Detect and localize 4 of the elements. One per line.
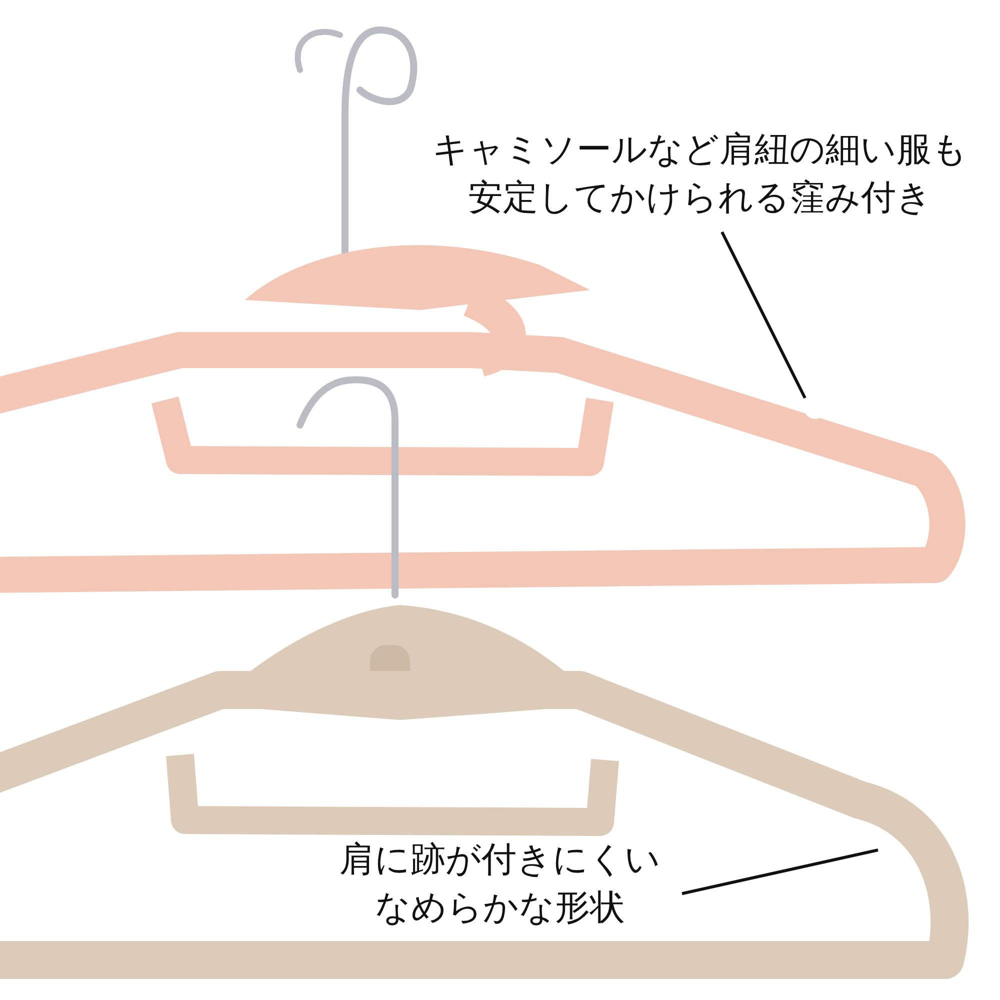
callout-text: 肩に跡が付きにくいなめらかな形状: [330, 836, 670, 932]
callout-text: キャミソールなど肩紐の細い服も安定してかけられる窪み付き: [425, 126, 975, 222]
leader-line: [682, 848, 878, 896]
leader-line: [720, 231, 806, 399]
